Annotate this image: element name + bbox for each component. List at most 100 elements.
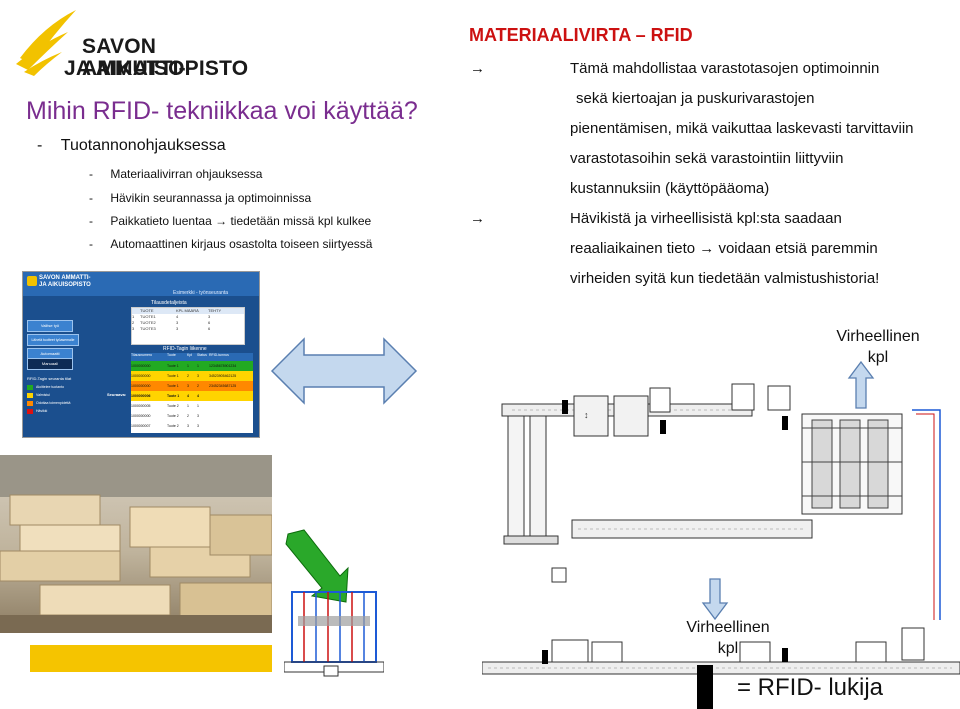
right-line-5: kustannuksiin (käyttöpääoma) — [570, 180, 770, 197]
cell: 4 — [187, 394, 189, 398]
logo-line-2: JA AIKUISOPISTO — [64, 57, 249, 80]
cell: 3 — [176, 326, 179, 331]
col-tuote: TUOTE — [140, 308, 154, 313]
table-row[interactable]: 1000000000 Tuote 2 2 3 — [131, 411, 253, 421]
bullet-1: - Tuotannonohjauksessa — [37, 137, 226, 155]
cell: Tuote 1 — [167, 394, 180, 398]
app-logo-2: JA AIKUISOPISTO — [39, 282, 91, 288]
defect-label-bottom: Virheellinen kpl — [678, 617, 778, 659]
legend-item: Valmistui — [27, 391, 97, 399]
bullet-marker: - — [89, 191, 93, 205]
app-logo-icon — [27, 276, 37, 286]
right-arrow-1: → — [470, 60, 485, 77]
cell: TUOTE2 — [140, 320, 156, 325]
bullet-marker: - — [37, 137, 43, 154]
bullet-text: Materiaalivirran ohjauksessa — [110, 167, 263, 181]
table-row[interactable]: 1000000000 Tuote 1 3 2 23452345687125 — [131, 381, 253, 391]
cell: 12345678901234 — [209, 364, 237, 368]
legend-swatch — [27, 384, 33, 390]
defect-label-bottom-line1: Virheellinen — [686, 619, 770, 636]
right-line-6: Hävikistä ja virheellisistä kpl:sta saad… — [570, 210, 842, 227]
cell: 2 — [187, 414, 189, 418]
cell: 1 — [197, 404, 199, 408]
defect-label-bottom-line2: kpl — [717, 640, 739, 657]
right-line-3: pienentämisen, mikä vaikuttaa laskevasti… — [570, 120, 914, 137]
bullet-text: Hävikin seurannassa ja optimoinnissa — [110, 191, 312, 205]
legend-label: Valmistui — [36, 393, 50, 397]
right-line-7a: reaaliaikainen tieto — [570, 240, 696, 257]
cell: 4 — [197, 394, 199, 398]
table-row[interactable]: 3 TUOTE3 3 6 — [132, 326, 244, 332]
right-arrow-2: → — [470, 210, 485, 227]
rfid-table: Tilausnumero Tuote Kpl Status RFID-tunnu… — [131, 353, 253, 433]
legend-title: RFID-Tagin seuranta tilat — [27, 376, 72, 381]
table-row[interactable]: 1000000006 Tuote 1 4 4 — [131, 391, 253, 401]
sub-bullet-4: - Automaattinen kirjaus osastolta toisee… — [89, 237, 372, 251]
logo-line-1: SAVON AMMATTI- — [82, 35, 186, 80]
cell: 1 — [197, 364, 199, 368]
defect-label-top-line1: Virheellinen — [836, 328, 920, 345]
legend-item: Odottaa toimenpidettä — [27, 399, 97, 407]
cell: 3 — [208, 314, 211, 319]
col-qty: Kpl — [187, 353, 193, 357]
legend-swatch — [27, 408, 33, 414]
cell: Tuote 1 — [167, 374, 179, 378]
table-row[interactable]: 1 TUOTE1 4 3 — [132, 314, 244, 320]
app-header — [23, 272, 259, 296]
cell: 3 — [197, 414, 199, 418]
legend-label: Aloittelee tuotanto — [36, 385, 65, 389]
right-line-8: virheiden syitä kun tiedetään valmistush… — [570, 270, 880, 287]
cell: 23452345687125 — [209, 384, 237, 388]
double-arrow-icon — [270, 337, 418, 405]
highlight-bar — [30, 645, 272, 672]
table-row[interactable]: 1000000000 Tuote 1 2 3 34523905462125 — [131, 371, 253, 381]
small-machine-diagram — [284, 591, 384, 677]
bullet-marker: - — [89, 167, 93, 181]
cell: Tuote 2 — [167, 414, 179, 418]
menu-laheta-button[interactable]: Lähetä tuotteet työasemalle — [27, 334, 79, 346]
bullet-marker: - — [89, 237, 93, 251]
menu-valitse-button[interactable]: Valitse työ — [27, 320, 73, 332]
legend-item: Hävikki — [27, 407, 97, 415]
materiaalivirta-title: MATERIAALIVIRTA – RFID — [469, 25, 693, 45]
cell: 2 — [132, 320, 135, 325]
sub-bullet-2: - Hävikin seurannassa ja optimoinnissa — [89, 191, 311, 205]
table-row[interactable]: 1000000000 Tuote 1 1 1 12345678901234 — [131, 361, 253, 371]
legend-panel: Aloittelee tuotanto Valmistui Odottaa to… — [27, 383, 97, 417]
col-kpl: KPL MÄÄRÄ — [176, 308, 199, 313]
sub-bullet-3: - Paikkatieto luentaa → tiedetään missä … — [89, 214, 371, 228]
cell: 1000000005 — [131, 404, 151, 408]
defect-label-top-line2: kpl — [867, 349, 889, 366]
table-row[interactable]: 1000000007 Tuote 2 3 3 — [131, 421, 253, 431]
cell: Tuote 2 — [167, 424, 179, 428]
right-line-7: reaaliaikainen tieto → voidaan etsiä par… — [570, 234, 878, 264]
rfid-table-header: Tilausnumero Tuote Kpl Status RFID-tunnu… — [131, 353, 253, 361]
cell: 3 — [197, 424, 199, 428]
rfid-table-title: RFID-Tagin liikenne — [163, 346, 207, 352]
cell: Tuote 1 — [167, 364, 179, 368]
right-line-1: Tämä mahdollistaa varastotasojen optimoi… — [570, 60, 880, 77]
bullet-rest: tiedetään missä kpl kulkee — [230, 214, 372, 228]
cell: 6 — [208, 326, 211, 331]
menu-manuaali-button[interactable]: Manuaali — [27, 358, 73, 370]
cell: 1 — [187, 364, 189, 368]
right-line-2: sekä kiertoajan ja puskurivarastojen — [576, 90, 815, 107]
app-logo-1: SAVON AMMATTI- — [39, 275, 91, 281]
warehouse-photo — [0, 455, 272, 633]
table-row[interactable]: 1000000005 Tuote 2 1 1 — [131, 401, 253, 411]
cell: Tuote 1 — [167, 384, 179, 388]
production-line-diagram: ↕ — [482, 370, 960, 709]
col-order: Tilausnumero — [131, 353, 153, 357]
col-product: Tuote — [167, 353, 176, 357]
legend-swatch — [27, 392, 33, 398]
cell: 1000000000 — [131, 374, 151, 378]
bullet-marker: - — [89, 214, 93, 228]
app-banner: Esimerkki - työnseuranta — [173, 290, 229, 296]
cell: 1000000000 — [131, 384, 151, 388]
cell: 2 — [187, 374, 189, 378]
table-row[interactable]: 2 TUOTE2 3 6 — [132, 320, 244, 326]
green-arrow-icon — [285, 529, 349, 603]
wood-stacks-icon — [0, 455, 272, 633]
rfid-reader-legend: = RFID- lukija — [737, 674, 884, 701]
col-rfid: RFID-tunnus — [209, 353, 229, 357]
